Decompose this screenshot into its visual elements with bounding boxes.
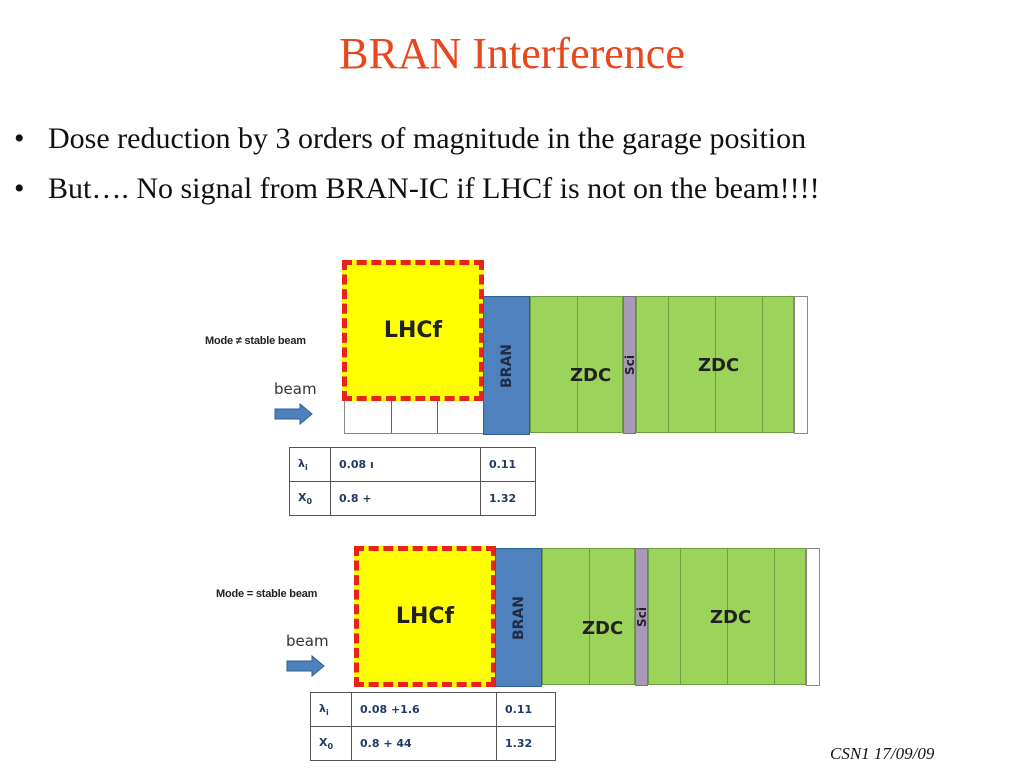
lhcf-label: LHCf <box>383 318 443 343</box>
mode-label: Mode = stable beam <box>216 588 318 600</box>
table-row: λi 0.08 ı 0.11 <box>289 447 536 482</box>
bullet-text: Dose reduction by 3 orders of magnitude … <box>48 122 807 155</box>
end-outline <box>794 296 808 434</box>
table-cell: λi <box>310 692 352 727</box>
lhcf-detector: LHCf <box>354 546 496 687</box>
table-cell: X0 <box>289 481 331 516</box>
table-row: X0 0.8 + 44 1.32 <box>310 726 556 761</box>
lhcf-base-cells <box>344 396 484 434</box>
params-table-top: λi 0.08 ı 0.11 X0 0.8 + 1.32 <box>289 447 536 516</box>
slide-footer: CSN1 17/09/09 <box>830 744 935 763</box>
zdc-block-left <box>530 296 623 433</box>
table-cell: 0.11 <box>480 447 536 482</box>
bullet-item: • But…. No signal from BRAN-IC if LHCf is… <box>14 168 1004 210</box>
sci-label: Sci <box>634 607 649 627</box>
zdc-divider <box>668 297 669 432</box>
bran-detector: BRAN <box>495 548 542 687</box>
zdc-block-right <box>648 548 806 685</box>
table-cell: 1.32 <box>480 481 536 516</box>
table-cell: 1.32 <box>496 726 556 761</box>
bullet-dot: • <box>14 122 25 155</box>
table-cell: X0 <box>310 726 352 761</box>
mode-label: Mode ≠ stable beam <box>205 335 306 347</box>
table-row: X0 0.8 + 1.32 <box>289 481 536 516</box>
bran-detector: BRAN <box>483 296 530 435</box>
lhcf-detector: LHCf <box>342 260 484 401</box>
zdc-label-left: ZDC <box>570 365 612 386</box>
bullet-list: • Dose reduction by 3 orders of magnitude… <box>14 118 1004 218</box>
table-cell: λi <box>289 447 331 482</box>
zdc-divider <box>715 297 716 432</box>
zdc-label-right: ZDC <box>698 355 740 376</box>
params-table-bottom: λi 0.08 +1.6 0.11 X0 0.8 + 44 1.32 <box>310 692 556 761</box>
lhcf-label: LHCf <box>395 604 455 629</box>
bran-label: BRAN <box>498 343 515 388</box>
beam-label: beam <box>274 380 317 398</box>
table-cell: 0.08 ı <box>330 447 481 482</box>
cell-divider <box>391 397 392 433</box>
cell-divider <box>437 397 438 433</box>
zdc-block-right <box>636 296 794 433</box>
table-cell: 0.11 <box>496 692 556 727</box>
right-arrow-icon <box>286 654 325 678</box>
zdc-label-left: ZDC <box>582 618 624 639</box>
sci-detector: Sci <box>622 296 637 434</box>
sci-detector: Sci <box>634 548 649 686</box>
table-cell: 0.08 +1.6 <box>351 692 497 727</box>
zdc-block-left <box>542 548 635 685</box>
right-arrow-icon <box>274 402 313 426</box>
zdc-divider <box>727 549 728 684</box>
beam-label: beam <box>286 632 329 650</box>
zdc-divider <box>589 549 590 684</box>
bullet-item: • Dose reduction by 3 orders of magnitude… <box>14 118 1004 160</box>
zdc-divider <box>762 297 763 432</box>
end-outline <box>806 548 820 686</box>
bran-label: BRAN <box>510 595 527 640</box>
table-cell: 0.8 + 44 <box>351 726 497 761</box>
slide-title: BRAN Interference <box>339 29 685 78</box>
table-row: λi 0.08 +1.6 0.11 <box>310 692 556 727</box>
bullet-dot: • <box>14 172 25 205</box>
zdc-divider <box>577 297 578 432</box>
zdc-label-right: ZDC <box>710 607 752 628</box>
table-cell: 0.8 + <box>330 481 481 516</box>
zdc-divider <box>774 549 775 684</box>
sci-label: Sci <box>622 355 637 375</box>
zdc-divider <box>680 549 681 684</box>
bullet-text: But…. No signal from BRAN-IC if LHCf is … <box>48 172 820 205</box>
